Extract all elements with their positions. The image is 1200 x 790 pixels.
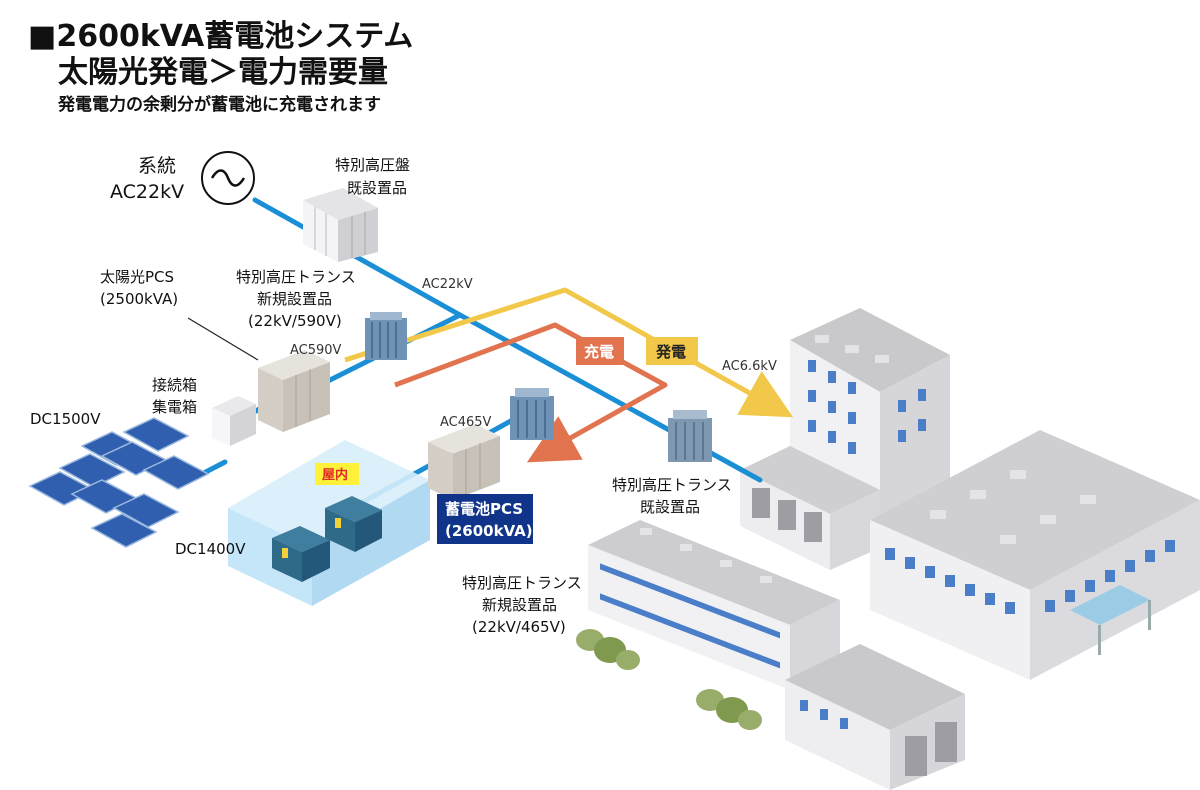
charge-tag-text: 充電	[584, 343, 614, 361]
office-building-long	[588, 520, 840, 690]
battery-pcs-label-line2: (2600kVA)	[445, 522, 533, 540]
ac66kv-label: AC6.6kV	[722, 359, 777, 374]
switchgear-label-line1: 特別高圧盤	[335, 156, 410, 174]
dc1400v-label: DC1400V	[175, 540, 246, 558]
ac590v-label: AC590V	[290, 343, 342, 358]
new-transformer-2	[510, 388, 554, 440]
junction-label-line2: 集電箱	[152, 398, 197, 416]
junction-label-line1: 接続箱	[152, 376, 197, 394]
new-trans2-label-line3: (22kV/465V)	[472, 618, 566, 636]
solar-panels	[28, 417, 210, 548]
solar-pcs-cabinet	[258, 350, 330, 432]
dc1500v-label: DC1500V	[30, 410, 101, 428]
title-line2: 太陽光発電＞電力需要量	[58, 55, 388, 90]
battery-pcs-label-line1: 蓄電池PCS	[445, 500, 523, 518]
generation-tag	[646, 337, 698, 365]
new-trans1-label-line3: (22kV/590V)	[248, 312, 342, 330]
factory-building	[870, 430, 1200, 680]
garage-building	[740, 446, 880, 570]
generation-tag-text: 発電	[655, 343, 686, 361]
existing-trans-label-line1: 特別高圧トランス	[612, 476, 732, 494]
ac465v-label: AC465V	[440, 415, 492, 430]
indoor-tag	[315, 463, 359, 485]
title-line1: ■2600kVA蓄電池システム	[28, 19, 413, 54]
switchgear-cabinet	[303, 188, 378, 262]
indoor-enclosure	[228, 440, 430, 606]
solar-pcs-leader-line	[187, 317, 259, 361]
ac22kv-label: AC22kV	[422, 277, 473, 292]
new-trans1-label-line2: 新規設置品	[257, 290, 332, 308]
new-trans2-label-line1: 特別高圧トランス	[462, 574, 582, 592]
existing-trans-label-line2: 既設置品	[640, 498, 700, 516]
new-transformer-1	[365, 312, 407, 360]
warehouse-building	[785, 644, 965, 790]
indoor-tag-text: 屋内	[322, 467, 348, 483]
charge-tag	[576, 337, 624, 365]
new-trans2-label-line2: 新規設置品	[482, 596, 557, 614]
buildings	[576, 308, 1200, 790]
battery-pcs-tag	[437, 494, 533, 544]
battery-pcs-cabinet	[428, 424, 500, 500]
junction-box	[212, 396, 256, 446]
grid-label-line2: AC22kV	[110, 181, 184, 203]
switchgear-label-line2: 既設置品	[347, 179, 407, 197]
solar-pcs-label-line1: 太陽光PCS	[100, 268, 174, 286]
trees	[576, 629, 762, 730]
generation-flow	[344, 287, 794, 418]
grid-source	[201, 151, 255, 205]
grid-label-line1: 系統	[138, 155, 176, 177]
subtitle: 発電電力の余剰分が蓄電池に充電されます	[57, 94, 381, 115]
battery-unit-1	[272, 526, 330, 582]
existing-transformer	[668, 410, 712, 462]
solar-pcs-label-line2: (2500kVA)	[100, 290, 178, 308]
new-trans1-label-line1: 特別高圧トランス	[236, 268, 356, 286]
battery-unit-2	[325, 496, 382, 552]
